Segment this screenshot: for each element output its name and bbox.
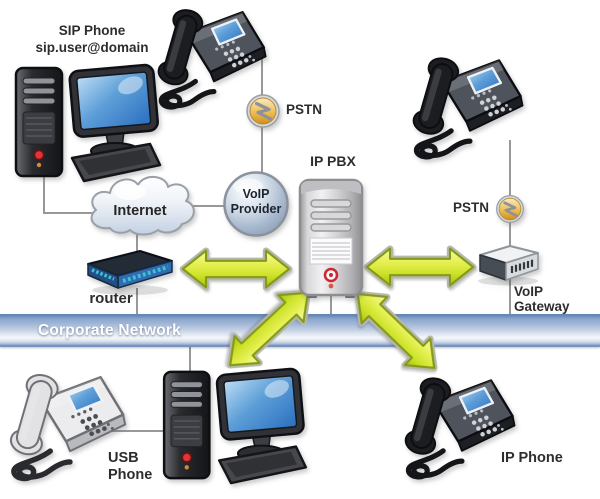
router-ports <box>122 265 169 283</box>
sip-phone-label-line2: sip.user@domain <box>35 39 149 55</box>
gateway-ports <box>510 259 534 273</box>
ip-pbx-server <box>298 178 364 298</box>
sip-phone-label-line1: SIP Phone <box>58 23 126 38</box>
voip-provider-label: VoIP Provider <box>230 187 282 216</box>
ip-pbx-label: IP PBX <box>310 153 356 169</box>
ip-phone <box>400 365 522 485</box>
router-label: router <box>89 290 133 307</box>
arrow-pbx-network-left <box>226 289 312 369</box>
pstn-icon-top <box>245 93 281 129</box>
ip-phone-label: IP Phone <box>501 450 563 466</box>
internet-cloud <box>90 176 195 236</box>
pstn-right-label: PSTN <box>452 200 489 215</box>
voip-gateway-box <box>478 245 539 286</box>
arrow-pbx-network-right <box>354 290 438 372</box>
pstn-icon-right <box>495 194 525 224</box>
pstn-top-label: PSTN <box>286 102 323 117</box>
router-box <box>87 250 173 295</box>
usb-phone-computer <box>158 364 308 486</box>
arrow-pbx-gateway <box>363 245 477 289</box>
voip-provider-sphere <box>223 171 289 237</box>
internet-label: Internet <box>113 203 167 219</box>
wire-computer-internet <box>43 172 98 214</box>
arrow-router-pbx <box>179 247 293 291</box>
usb-phone-label: USB Phone <box>108 450 153 483</box>
sip-phone-label: SIP Phone sip.user@domain <box>16 23 168 56</box>
desk-phone-right <box>408 46 530 164</box>
voip-gateway-label: VoIP Gateway <box>514 284 570 314</box>
corporate-network-label: Corporate Network <box>38 322 181 339</box>
